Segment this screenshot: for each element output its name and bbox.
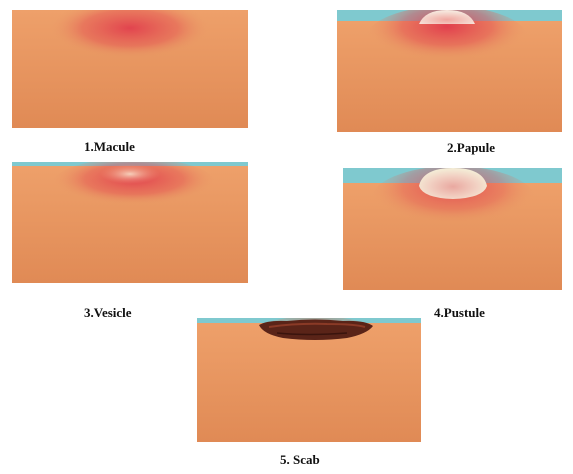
pustule-illustration <box>343 168 562 290</box>
caption-pustule: 4.Pustule <box>434 305 485 321</box>
scab-skin-section <box>197 318 421 442</box>
vesicle-skin-section <box>12 162 248 283</box>
papule-illustration <box>337 10 562 132</box>
caption-scab: 5. Scab <box>280 452 320 468</box>
pustule-skin-section <box>343 168 562 290</box>
caption-vesicle: 3.Vesicle <box>84 305 132 321</box>
papule-skin-section <box>337 10 562 132</box>
caption-macule: 1.Macule <box>84 139 135 155</box>
vesicle-illustration <box>12 162 248 283</box>
scab-illustration <box>197 318 421 442</box>
caption-papule: 2.Papule <box>447 140 495 156</box>
macule-illustration <box>12 10 248 128</box>
macule-skin-section <box>12 10 248 128</box>
fluid-blister <box>100 164 160 184</box>
